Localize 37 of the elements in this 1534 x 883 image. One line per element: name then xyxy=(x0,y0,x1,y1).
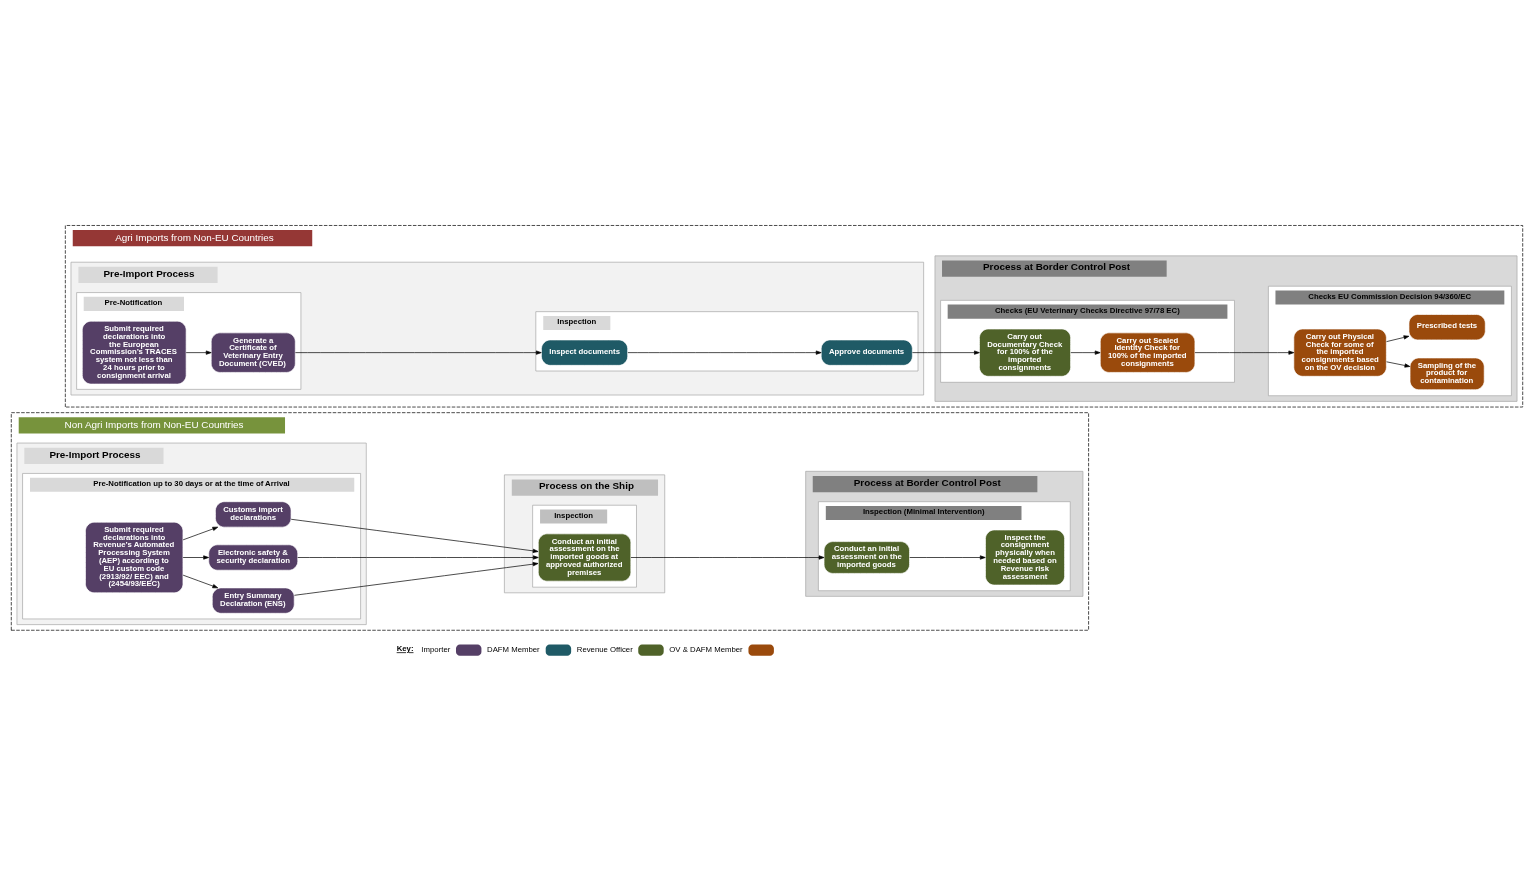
arrow xyxy=(297,554,539,560)
arrow xyxy=(182,526,219,540)
arrow xyxy=(290,518,539,553)
arrow xyxy=(1386,360,1411,368)
arrow xyxy=(182,554,209,560)
node-box: Carry out Documentary Check for 100% of the imported consignments xyxy=(979,328,1071,377)
node-box: Conduct an initial assessment on the imported goods at approved authorized premises xyxy=(537,533,632,582)
arrow xyxy=(912,350,980,355)
legend-label: DAFM Member xyxy=(487,644,540,654)
node-box: Inspect documents xyxy=(541,339,628,366)
arrow xyxy=(182,574,219,588)
node-box: Approve documents xyxy=(820,339,913,366)
node-box: Conduct an initial assessment on the imported goods xyxy=(823,540,910,574)
node-box: Sampling of the product for contamination xyxy=(1409,357,1485,390)
arrow xyxy=(294,561,539,596)
node-box: Submit required declarations into the European Commission’s TRACES system not less than 24 hours prior to consignment arrival xyxy=(81,320,187,384)
arrow xyxy=(185,350,212,355)
arrow xyxy=(1070,350,1101,355)
node-box: Prescribed tests xyxy=(1408,313,1486,340)
legend-label: OV & DAFM Member xyxy=(669,644,743,654)
node-box: Inspect the consignment physically when needed based on Revenue risk assessment xyxy=(985,529,1065,585)
label: Key: xyxy=(396,643,414,653)
legend-label: Revenue Officer xyxy=(576,644,633,654)
node-box: Submit required declarations into Revenue’s Automated Processing System (AEP) according to EU custom code (2913/92/ EEC) and (2454/93/EEC) xyxy=(85,521,184,593)
node-box: Carry out Sealed Identity Check for 100% of the imported consignments xyxy=(1099,332,1196,373)
arrow xyxy=(1194,350,1295,355)
node-box: Carry out Physical Check for some of the imported consignments based on the OV decision xyxy=(1293,328,1387,377)
node-box: Electronic safety & security declaration xyxy=(208,543,299,571)
node-box: Customs import declarations xyxy=(215,500,292,527)
node-box: Generate a Certificate of Veterinary Entry Document (CVED) xyxy=(210,332,296,373)
arrow xyxy=(1386,334,1410,342)
legend-label: Importer xyxy=(421,644,451,654)
arrow xyxy=(627,350,822,355)
arrow xyxy=(630,554,825,560)
arrow xyxy=(909,554,986,560)
arrow xyxy=(295,350,542,355)
node-box: Entry Summary Declaration (ENS) xyxy=(211,587,295,614)
